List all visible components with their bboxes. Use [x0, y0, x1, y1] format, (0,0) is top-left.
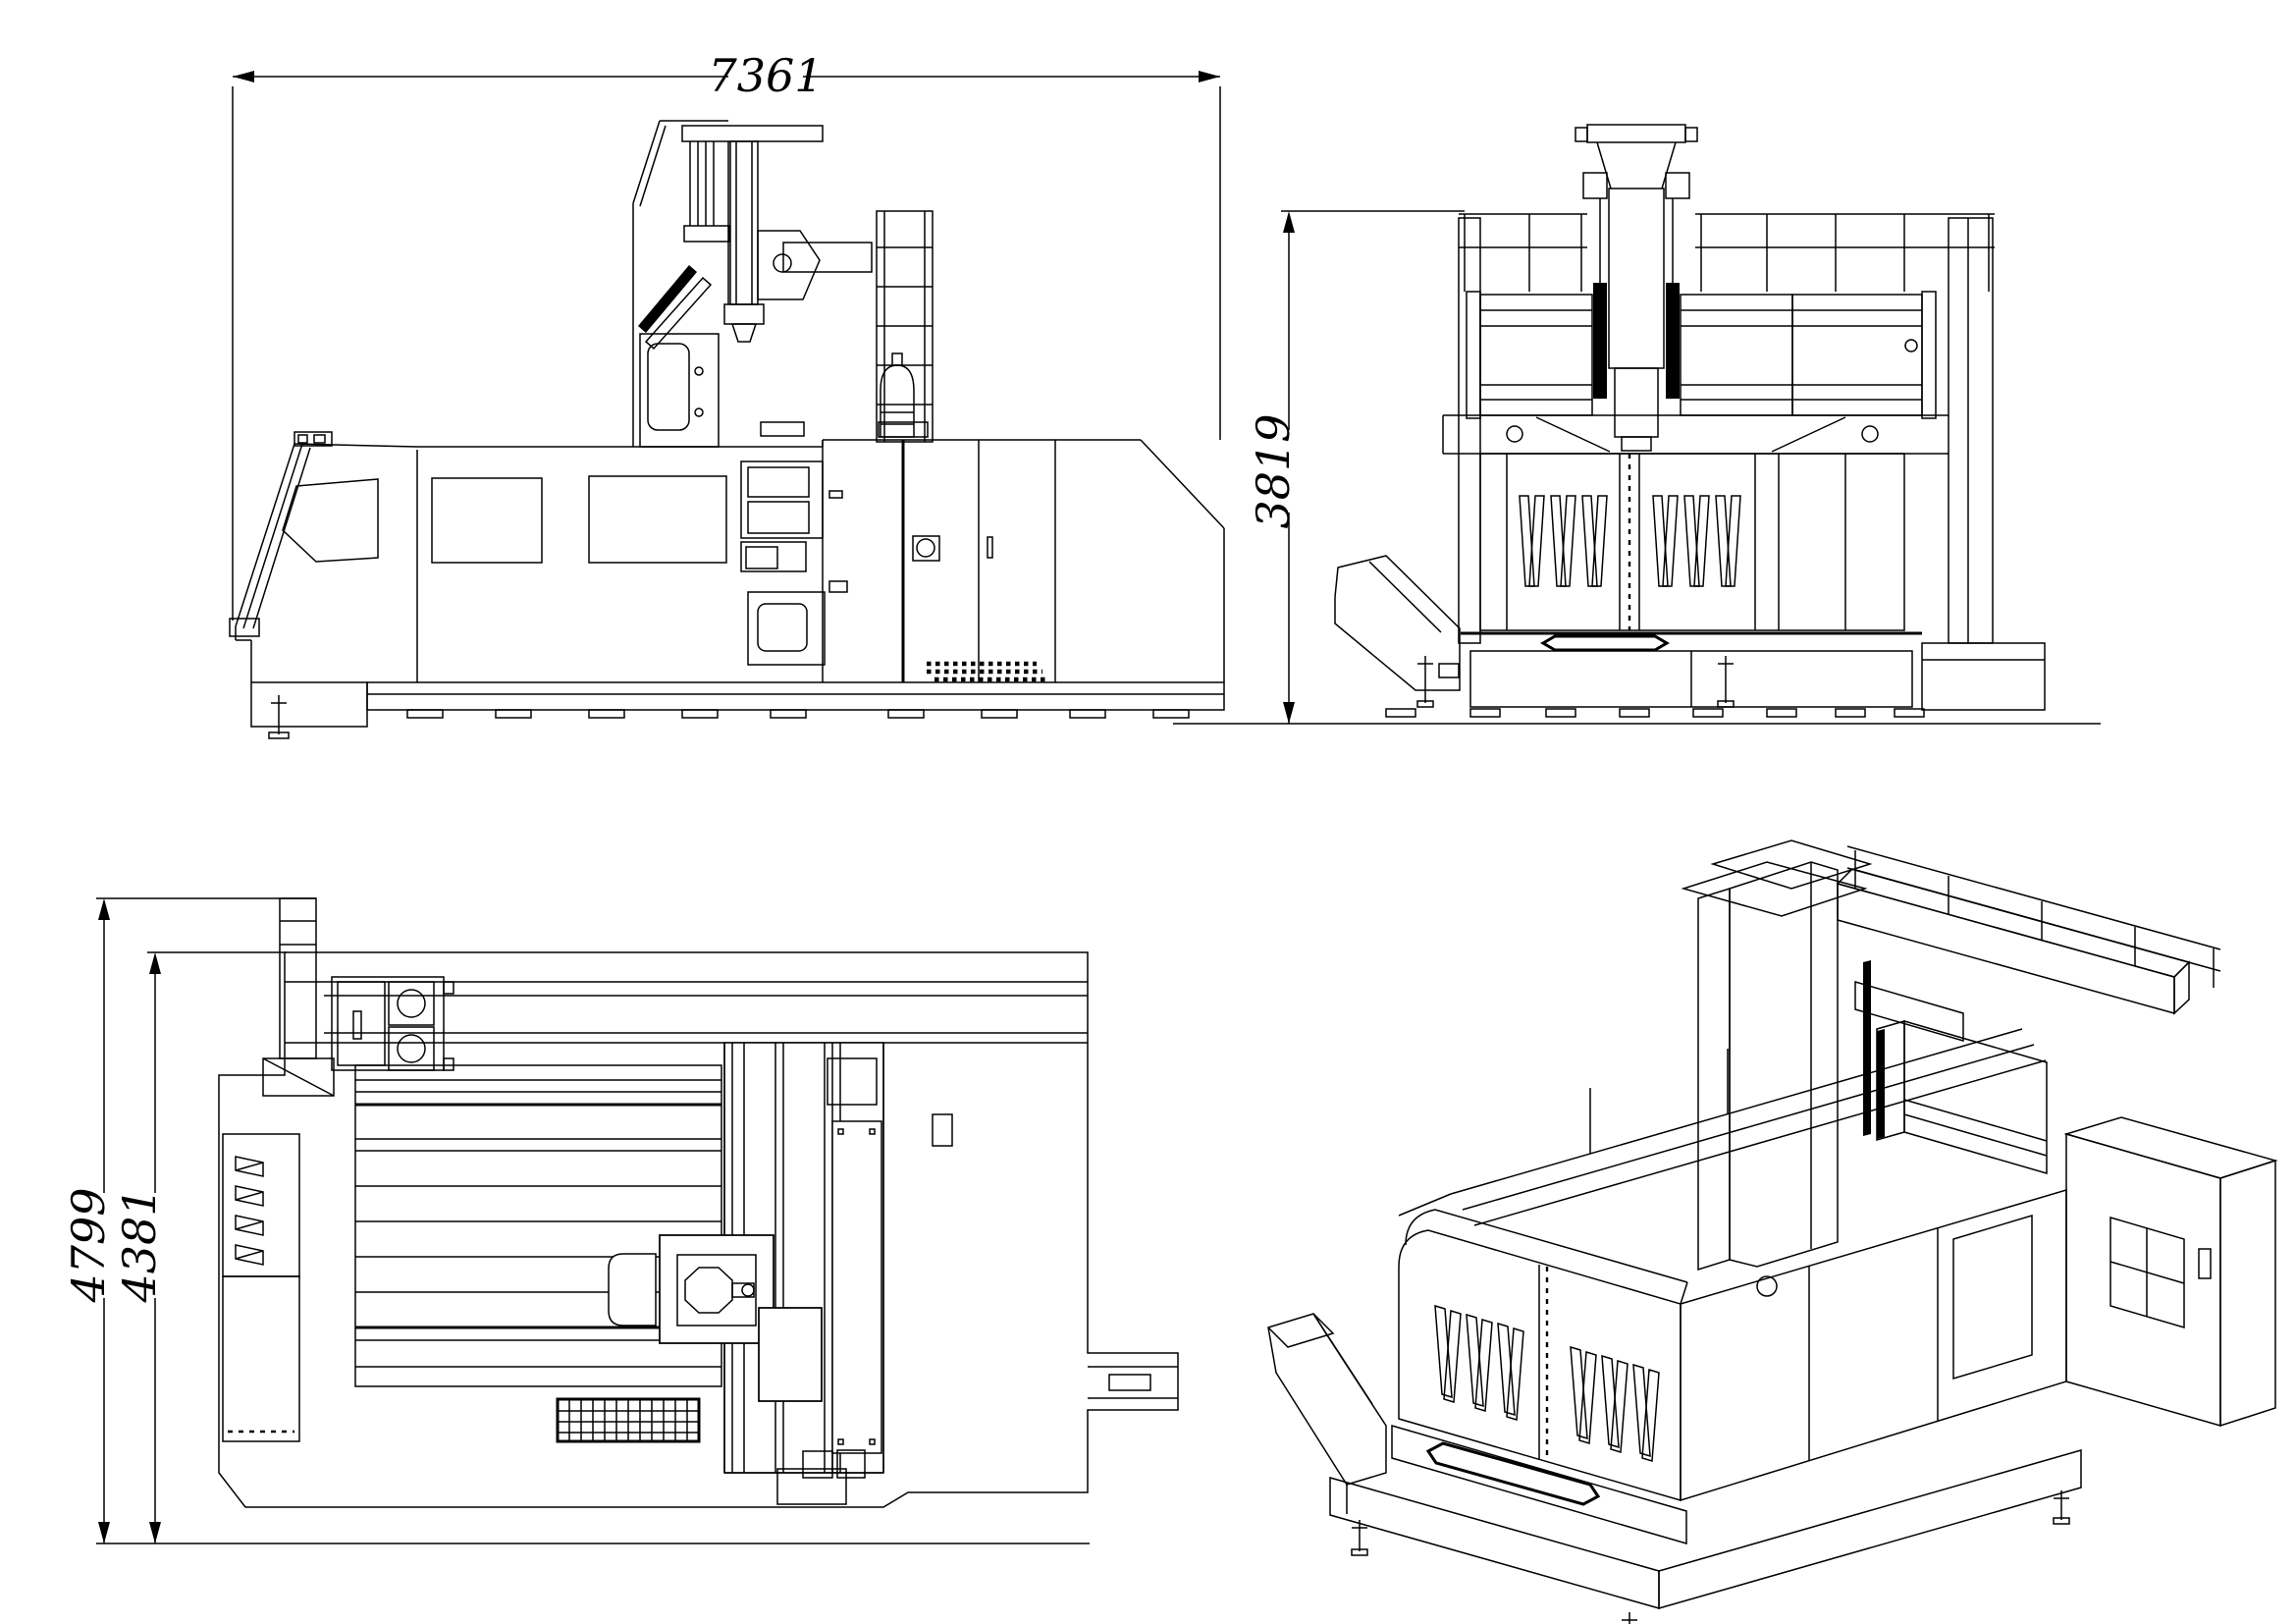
arrow-right-icon: [1199, 71, 1220, 82]
iso-chute: [1267, 1313, 1387, 1514]
arrow-up-icon: [149, 952, 161, 974]
side-view: 7361: [229, 49, 1225, 739]
column-and-spindle: [632, 120, 934, 448]
side-vent-panel: [222, 1133, 300, 1442]
handle-plate: [1425, 1441, 1601, 1506]
fan-icon: [397, 989, 426, 1018]
front-base: [1334, 555, 2046, 718]
dimension-overall-width: 4799: [62, 898, 115, 1543]
work-table: [354, 1064, 722, 1387]
upper-body-band: [1442, 414, 1949, 455]
tank: [880, 364, 915, 438]
machine-enclosure: [229, 431, 1225, 682]
front-doors: [1479, 453, 1905, 631]
ram: [729, 140, 759, 305]
iso-top-rails: [1398, 1028, 2047, 1226]
dimension-overall-height: 3819: [1247, 210, 1465, 724]
front-view: 3819: [1173, 124, 2101, 725]
arrow-up-icon: [98, 898, 110, 920]
ram-head: [1575, 124, 1698, 452]
motor-icon: [773, 253, 792, 273]
vent-band: [638, 265, 697, 333]
guide-strip-left: [1593, 283, 1607, 399]
dimension-overall-length: 7361: [232, 49, 1221, 621]
right-leg: [1948, 217, 1994, 644]
iso-railing: [1846, 845, 2221, 988]
mid-window-1: [431, 477, 543, 564]
vent-slots-right: [1570, 1345, 1660, 1462]
iso-base: [1329, 1449, 2082, 1624]
iso-right-side: [1680, 1116, 2278, 1502]
arrow-down-icon: [149, 1522, 161, 1543]
fan-icon: [397, 1034, 426, 1063]
vent-slots-left: [1519, 495, 1608, 587]
iso-cabinet: [2065, 1133, 2221, 1427]
fan-housing: [912, 535, 940, 562]
plan-outline: [218, 951, 1179, 1508]
iso-column: [1681, 839, 2191, 1272]
arrow-up-icon: [1283, 211, 1295, 233]
vent-slots-left: [1434, 1304, 1524, 1421]
electrical-cabinet: [822, 440, 1056, 682]
machine-base: [250, 681, 1225, 739]
spindle-nose: [730, 323, 758, 343]
isometric-view: [1267, 839, 2278, 1624]
fan-icon: [916, 538, 935, 558]
top-view: 4799 4381: [62, 897, 1179, 1544]
spindle-octagon: [684, 1267, 733, 1314]
dimension-label-inner-width: 4381: [113, 1187, 166, 1303]
exhaust-duct: [262, 897, 335, 1097]
safety-railing: [1459, 213, 1995, 292]
door-handle: [987, 536, 993, 559]
arrow-down-icon: [98, 1522, 110, 1543]
dimension-inner-width: 4381: [113, 952, 166, 1543]
vent-slots-right: [1652, 495, 1741, 587]
iso-front-doors: [1391, 1209, 1688, 1544]
chip-chute: [1334, 555, 1461, 691]
left-window: [282, 478, 379, 563]
guide-strip-right: [1666, 283, 1680, 399]
dimension-label-overall-length: 7361: [708, 49, 823, 102]
dimension-label-overall-width: 4799: [62, 1187, 115, 1303]
dimension-label-overall-height: 3819: [1247, 413, 1300, 528]
iso-ram: [1756, 960, 2048, 1297]
left-leg: [1458, 217, 1481, 644]
arrow-left-icon: [233, 71, 254, 82]
arrow-down-icon: [1283, 702, 1295, 724]
mid-window-2: [588, 475, 727, 564]
floor-grate: [556, 1397, 701, 1443]
cooler-unit: [331, 976, 454, 1071]
spindle-head-plate: [659, 1234, 774, 1344]
crossrail: [1466, 291, 1937, 419]
handle-plate: [1540, 634, 1670, 652]
